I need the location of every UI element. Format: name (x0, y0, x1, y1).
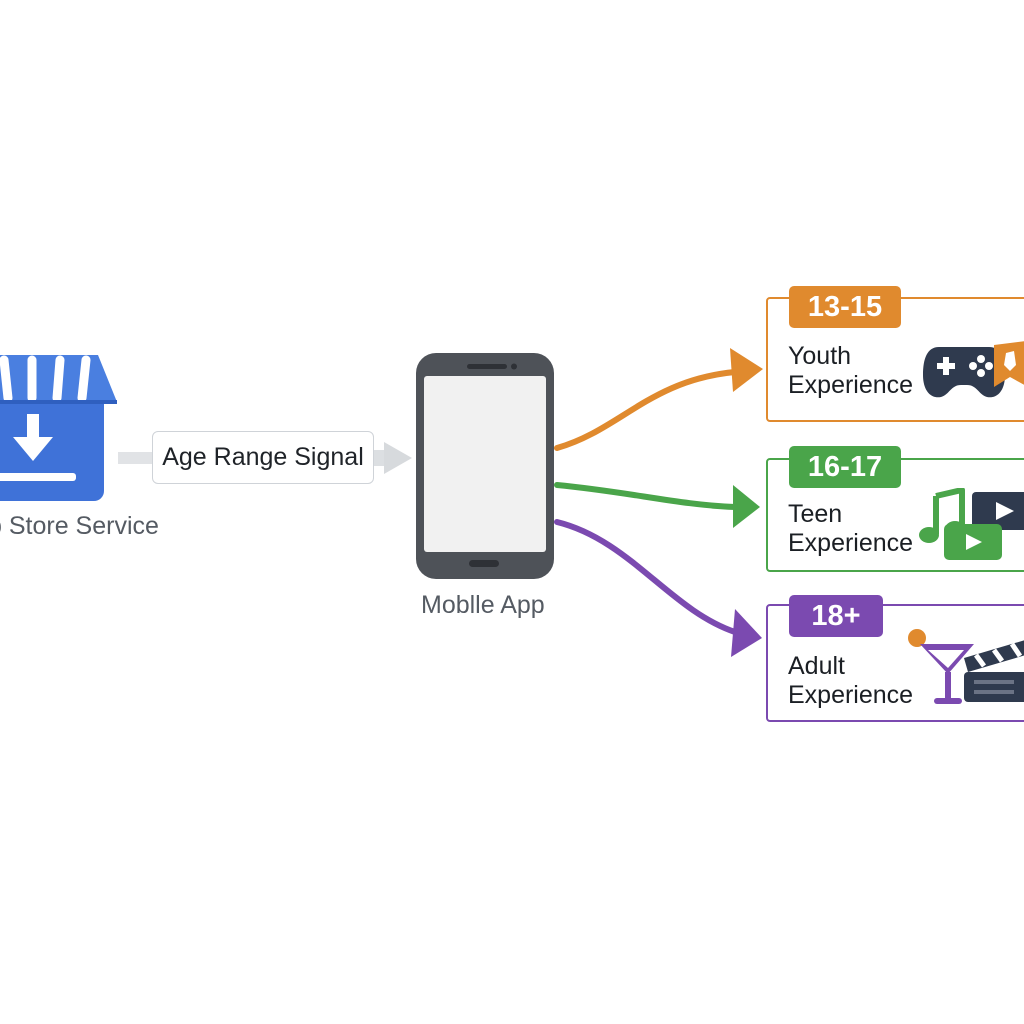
experience-title-teen: Teen Experience (788, 500, 914, 557)
age-badge-16-17: 16-17 (789, 446, 901, 488)
signal-connector (118, 442, 412, 474)
cocktail-icon (908, 629, 974, 704)
store-caption: p Store Service (0, 512, 159, 540)
smartphone-icon (416, 353, 554, 579)
phone-caption: Moblle App (421, 591, 545, 619)
arrow-teen (554, 482, 760, 528)
video-play-icon (944, 492, 1024, 560)
age-badge-18-plus: 18+ (789, 595, 883, 637)
clapperboard-icon (964, 640, 1024, 702)
age-badge-13-15: 13-15 (789, 286, 901, 328)
gamepad-icon (923, 347, 1005, 398)
arrow-adult (554, 519, 762, 657)
arrow-youth (554, 348, 763, 451)
age-range-signal-label: Age Range Signal (152, 431, 374, 484)
store-download-icon (0, 355, 117, 501)
orange-badge-icon (994, 341, 1024, 387)
experience-title-adult: Adult Experience (788, 652, 914, 709)
experience-title-youth: Youth Experience (788, 342, 914, 399)
